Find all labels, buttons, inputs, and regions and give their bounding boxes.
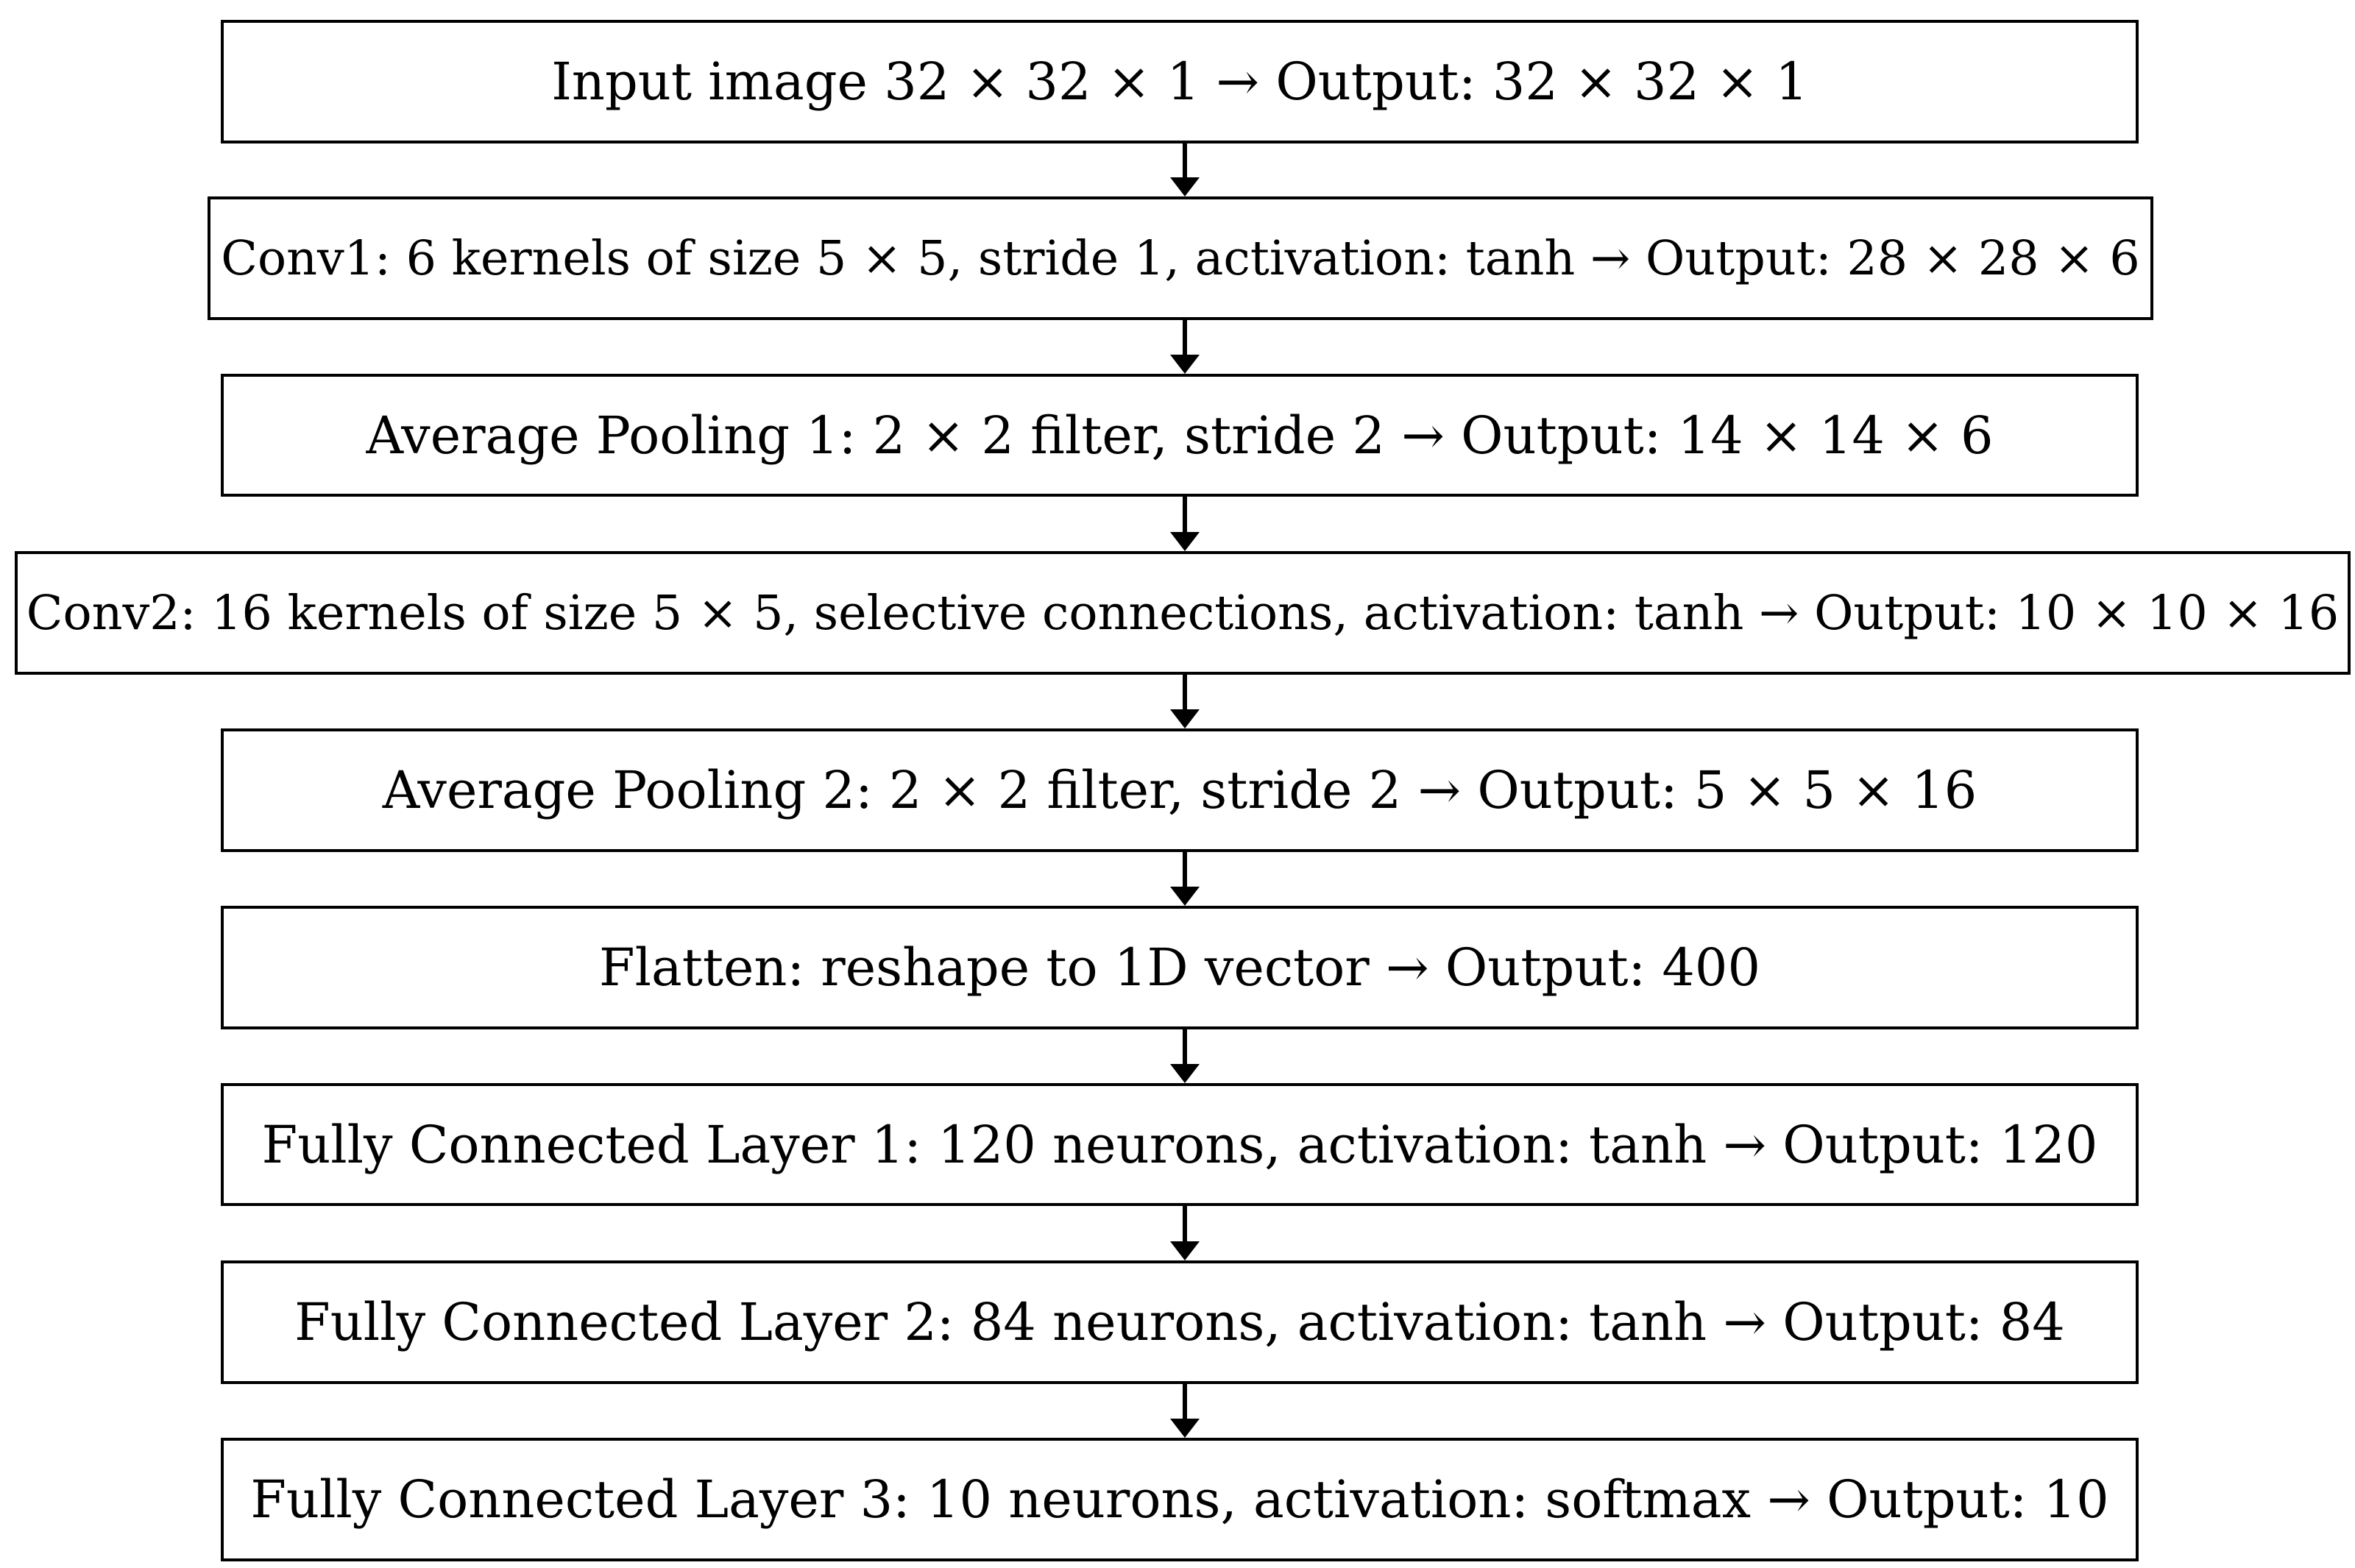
layer-box-avgpool1: Average Pooling 1: 2 × 2 filter, stride … xyxy=(221,374,2139,497)
layer-label-conv1: Conv1: 6 kernels of size 5 × 5, stride 1… xyxy=(221,230,2140,286)
layer-label-input: Input image 32 × 32 × 1 → Output: 32 × 3… xyxy=(551,52,1808,112)
layer-box-conv2: Conv2: 16 kernels of size 5 × 5, selecti… xyxy=(15,551,2351,675)
layer-box-conv1: Conv1: 6 kernels of size 5 × 5, stride 1… xyxy=(208,196,2153,320)
layer-label-fc2: Fully Connected Layer 2: 84 neurons, act… xyxy=(294,1292,2065,1352)
layer-label-avgpool1: Average Pooling 1: 2 × 2 filter, stride … xyxy=(366,405,1994,466)
layer-label-conv2: Conv2: 16 kernels of size 5 × 5, selecti… xyxy=(26,585,2340,641)
layer-box-input: Input image 32 × 32 × 1 → Output: 32 × 3… xyxy=(221,20,2139,143)
layer-label-fc1: Fully Connected Layer 1: 120 neurons, ac… xyxy=(261,1114,2098,1175)
layer-box-avgpool2: Average Pooling 2: 2 × 2 filter, stride … xyxy=(221,728,2139,852)
layer-box-fc3: Fully Connected Layer 3: 10 neurons, act… xyxy=(221,1438,2139,1561)
layer-box-fc1: Fully Connected Layer 1: 120 neurons, ac… xyxy=(221,1083,2139,1206)
layer-label-fc3: Fully Connected Layer 3: 10 neurons, act… xyxy=(250,1469,2109,1530)
layer-label-avgpool2: Average Pooling 2: 2 × 2 filter, stride … xyxy=(382,760,1977,820)
layer-box-fc2: Fully Connected Layer 2: 84 neurons, act… xyxy=(221,1260,2139,1384)
layer-box-flatten: Flatten: reshape to 1D vector → Output: … xyxy=(221,906,2139,1029)
layer-label-flatten: Flatten: reshape to 1D vector → Output: … xyxy=(599,937,1760,998)
